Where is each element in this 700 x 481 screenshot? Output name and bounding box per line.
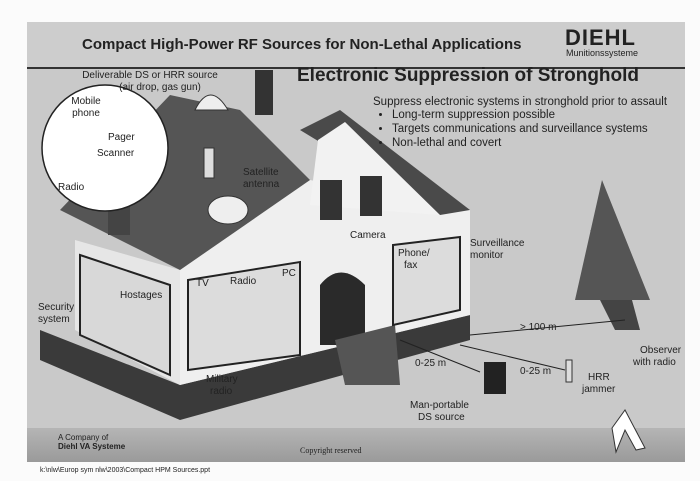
label-military-radio: radio (210, 386, 233, 397)
label-monitor: monitor (470, 250, 504, 261)
label-radio2: Radio (230, 276, 257, 287)
room-surveillance (392, 235, 461, 327)
label-man-portable: Man-portable (410, 400, 469, 411)
label-system: system (38, 314, 70, 325)
tree-icon (575, 180, 650, 300)
label-hostages: Hostages (120, 290, 163, 301)
label-antenna: antenna (243, 179, 280, 190)
steps (335, 325, 400, 385)
doorway (320, 272, 365, 345)
devices-circle (41, 84, 169, 212)
bullet: Targets communications and surveillance … (392, 122, 648, 136)
label-distance-100: > 100 m (520, 322, 557, 333)
gable (310, 122, 440, 215)
label-surveillance: Surveillance (470, 238, 525, 249)
window (360, 176, 382, 216)
label-pc: PC (282, 268, 296, 279)
label-mobile: Mobile (71, 96, 101, 107)
diehl-logo-sub: Munitionssysteme (566, 48, 639, 58)
ds-source-icon (484, 362, 506, 394)
label-observer: Observer (640, 345, 682, 356)
hrr-jammer-icon (565, 359, 573, 383)
footer-copyright: Copyright reserved (300, 446, 362, 455)
label-pager: Pager (108, 132, 135, 143)
bullet: Long-term suppression possible (392, 108, 648, 122)
label-hrr: HRR (588, 372, 610, 383)
label-distance-1: 0-25 m (415, 358, 447, 369)
header-band (27, 22, 685, 69)
slide-title: Compact High-Power RF Sources for Non-Le… (82, 36, 522, 53)
label-camera: Camera (350, 230, 386, 241)
window (320, 180, 342, 220)
room-tv-pc (187, 260, 301, 372)
rf-source-icon (203, 147, 215, 179)
chimney (255, 70, 273, 115)
label-ds-source: DS source (418, 412, 465, 423)
intro-text: Suppress electronic systems in stronghol… (373, 96, 668, 108)
label-distance-2: 0-25 m (520, 366, 552, 377)
label-deliverable: Deliverable DS or HRR source (82, 70, 218, 81)
label-phonefax: Phone/ (398, 248, 430, 259)
label-radio: Radio (58, 182, 85, 193)
parachute-icon (194, 94, 229, 111)
file-path: k:\nlw\Europ sym nlw\2003\Compact HPM So… (40, 467, 211, 474)
label-with-radio: with radio (633, 357, 676, 368)
bullet-list: Long-term suppression possible Targets c… (380, 108, 648, 150)
footer-company-name: Diehl VA Systeme (58, 442, 126, 451)
footer-company: A Company of (58, 433, 109, 442)
label-satellite: Satellite (243, 167, 279, 178)
room-hostages (79, 253, 171, 377)
footer-band (27, 428, 685, 462)
label-fax: fax (404, 260, 418, 271)
label-deliverable2: (air drop, gas gun) (119, 82, 201, 93)
slide-subtitle: Electronic Suppression of Stronghold (297, 65, 640, 86)
bullet: Non-lethal and covert (392, 136, 648, 150)
label-jammer: jammer (582, 384, 616, 395)
label-phone: phone (72, 108, 100, 119)
distance-line (469, 319, 626, 336)
label-tv: TV (196, 278, 209, 289)
label-security: Security (38, 302, 75, 313)
diehl-logo: DIEHL (565, 25, 636, 50)
distance-line (399, 339, 481, 373)
distance-line (459, 344, 566, 371)
label-scanner: Scanner (97, 148, 135, 159)
label-military: Military (206, 374, 238, 385)
satellite-antenna-icon (207, 195, 249, 225)
